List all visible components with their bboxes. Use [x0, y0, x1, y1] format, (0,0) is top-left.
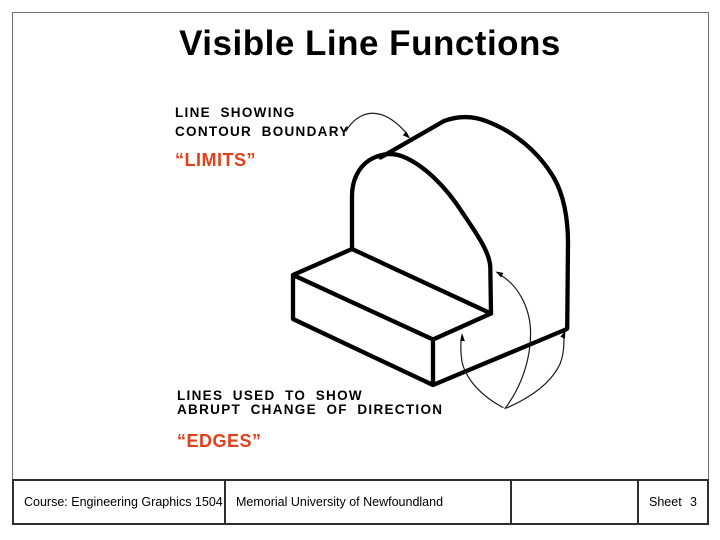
abrupt-change-label-line2: ABRUPT CHANGE OF DIRECTION: [177, 402, 444, 417]
footer-course-text: Course: Engineering Graphics 1504: [24, 495, 223, 509]
slide-title: Visible Line Functions: [179, 24, 561, 63]
abrupt-change-label-line1: LINES USED TO SHOW: [177, 388, 363, 403]
contour-boundary-label-line1: LINE SHOWING: [175, 105, 296, 120]
contour-boundary-label-line2: CONTOUR BOUNDARY: [175, 124, 350, 139]
contour-boundary-label: LINE SHOWING CONTOUR BOUNDARY: [175, 103, 350, 141]
footer-blank-cell: [512, 481, 639, 523]
footer-course-cell: Course: Engineering Graphics 1504: [14, 481, 226, 523]
footer-sheet-number: 3: [690, 495, 697, 509]
footer-institution-text: Memorial University of Newfoundland: [236, 495, 444, 509]
slide-footer-table: Course: Engineering Graphics 1504 Memori…: [12, 479, 709, 525]
edges-term: “EDGES”: [177, 431, 262, 451]
footer-institution-cell: Memorial University of Newfoundland: [226, 481, 512, 523]
limits-term: “LIMITS”: [175, 150, 256, 170]
footer-sheet-label: Sheet: [649, 495, 682, 509]
abrupt-change-label: LINES USED TO SHOW ABRUPT CHANGE OF DIRE…: [177, 389, 443, 417]
footer-sheet-cell: Sheet 3: [639, 481, 707, 523]
